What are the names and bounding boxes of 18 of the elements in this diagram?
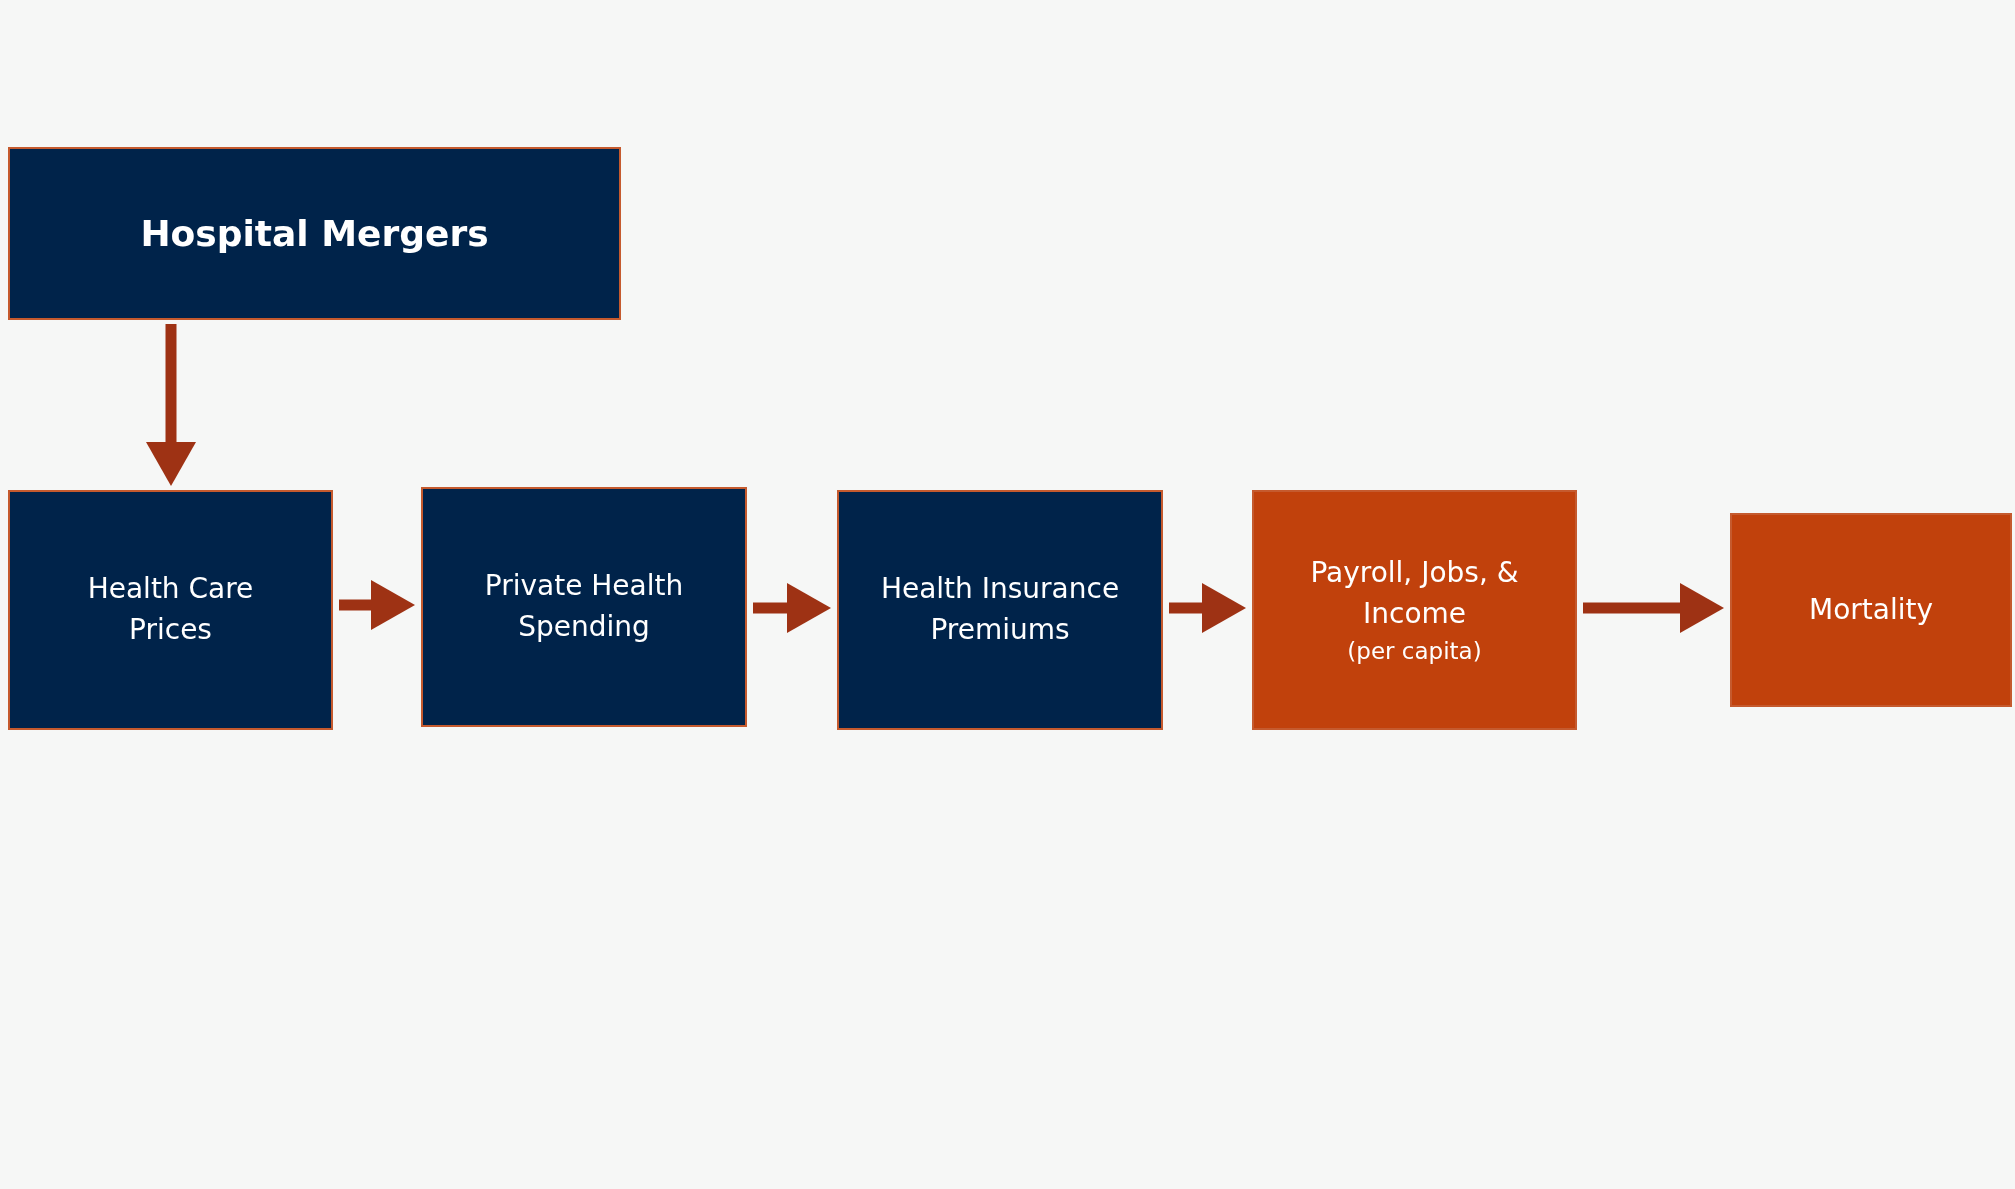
cause-box [8,147,621,320]
process-box [837,490,1163,730]
arrow [1169,583,1246,633]
node-label: Health Care Prices [86,571,255,648]
process-box [8,490,333,730]
arrow [1583,583,1724,633]
node-label: Hospital Mergers [140,213,489,254]
node-label: Payroll, Jobs, & Income [1309,555,1520,632]
process-box [421,487,747,727]
arrow [339,580,415,630]
node-note: (per capita) [1347,636,1482,666]
arrow [146,324,196,486]
node-label: Private Health Spending [483,568,685,645]
arrow [753,583,831,633]
outcome-box [1252,490,1577,730]
node-label: Health Insurance Premiums [879,571,1121,648]
outcome-box [1730,513,2012,707]
node-label: Mortality [1808,591,1933,628]
